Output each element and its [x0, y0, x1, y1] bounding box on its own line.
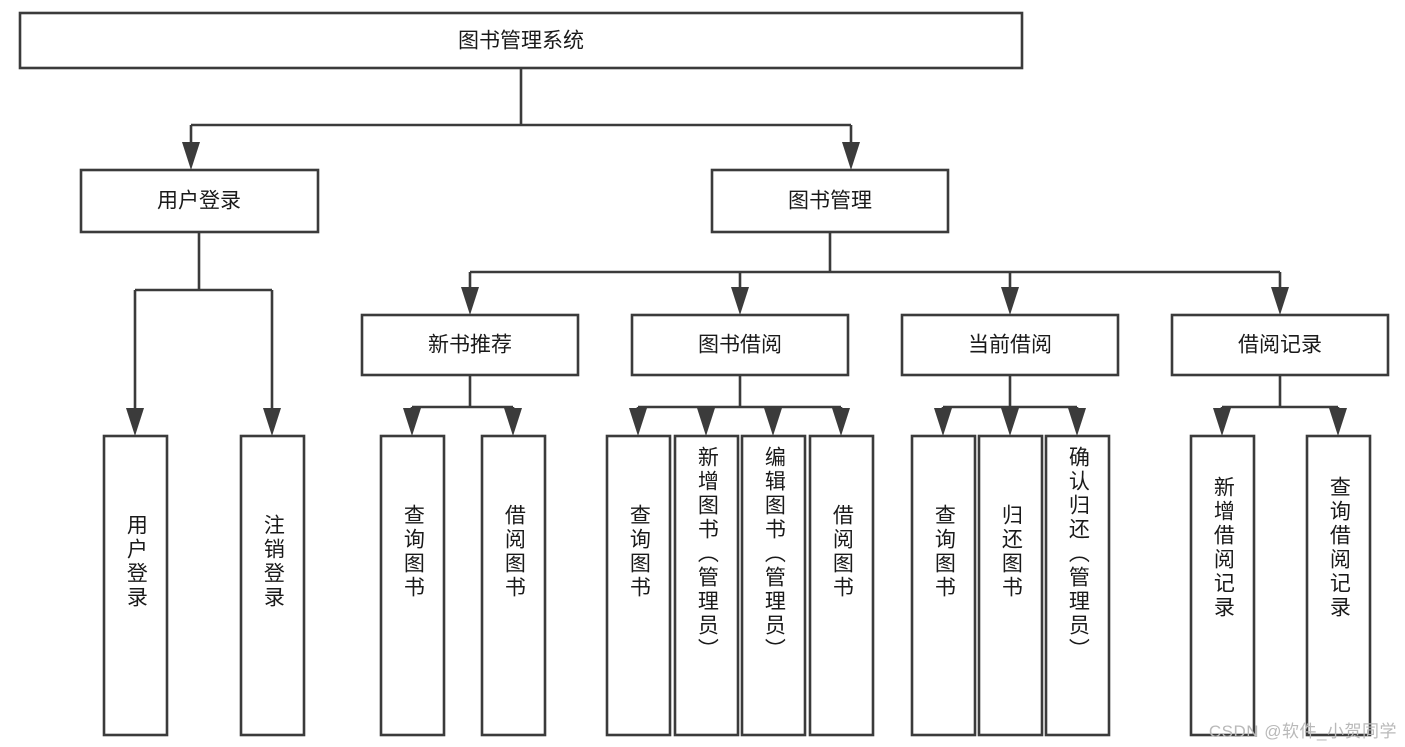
connector-bookmanage-to-level3 — [461, 232, 1289, 315]
leaf-box-group — [102, 434, 1372, 737]
node-user-login[interactable]: 用户登录 — [79, 168, 320, 234]
connector-root-to-level2 — [182, 68, 860, 170]
leaf-box-add-book — [673, 434, 740, 737]
node-book-borrow[interactable]: 图书借阅 — [630, 313, 850, 377]
leaf-box-borrow-book-2 — [808, 434, 875, 737]
node-root[interactable]: 图书管理系统 — [18, 11, 1024, 70]
leaf-box-query-book-1 — [379, 434, 446, 737]
connector-bookborrow-to-leaves — [629, 375, 850, 436]
csdn-watermark: CSDN @软件_小贺同学 — [1208, 722, 1397, 741]
node-user-login-label: 用户登录 — [157, 190, 241, 213]
node-current-borrow-label: 当前借阅 — [968, 334, 1052, 357]
leaf-box-query-book-3 — [910, 434, 977, 737]
node-new-book-rec[interactable]: 新书推荐 — [360, 313, 580, 377]
node-book-manage[interactable]: 图书管理 — [710, 168, 950, 234]
node-book-borrow-label: 图书借阅 — [698, 334, 782, 357]
node-new-book-rec-label: 新书推荐 — [428, 334, 512, 357]
leaf-box-edit-book — [740, 434, 807, 737]
leaf-box-borrow-book-1 — [480, 434, 547, 737]
connector-newbook-to-leaves — [403, 375, 522, 436]
leaf-box-query-book-2 — [605, 434, 672, 737]
leaf-box-add-record — [1189, 434, 1256, 737]
node-borrow-record-label: 借阅记录 — [1238, 334, 1322, 357]
leaf-box-confirm-return — [1044, 434, 1111, 737]
leaf-box-user-login — [102, 434, 169, 737]
node-root-label: 图书管理系统 — [458, 30, 584, 53]
node-current-borrow[interactable]: 当前借阅 — [900, 313, 1120, 377]
node-book-manage-label: 图书管理 — [788, 190, 872, 213]
connector-booklogin-to-leaves — [126, 232, 281, 436]
node-borrow-record[interactable]: 借阅记录 — [1170, 313, 1390, 377]
leaf-box-query-record — [1305, 434, 1372, 737]
leaf-box-user-logout — [239, 434, 306, 737]
connector-borrowrecord-to-leaves — [1213, 375, 1347, 436]
connector-currentborrow-to-leaves — [934, 375, 1086, 436]
leaf-box-return-book — [977, 434, 1044, 737]
